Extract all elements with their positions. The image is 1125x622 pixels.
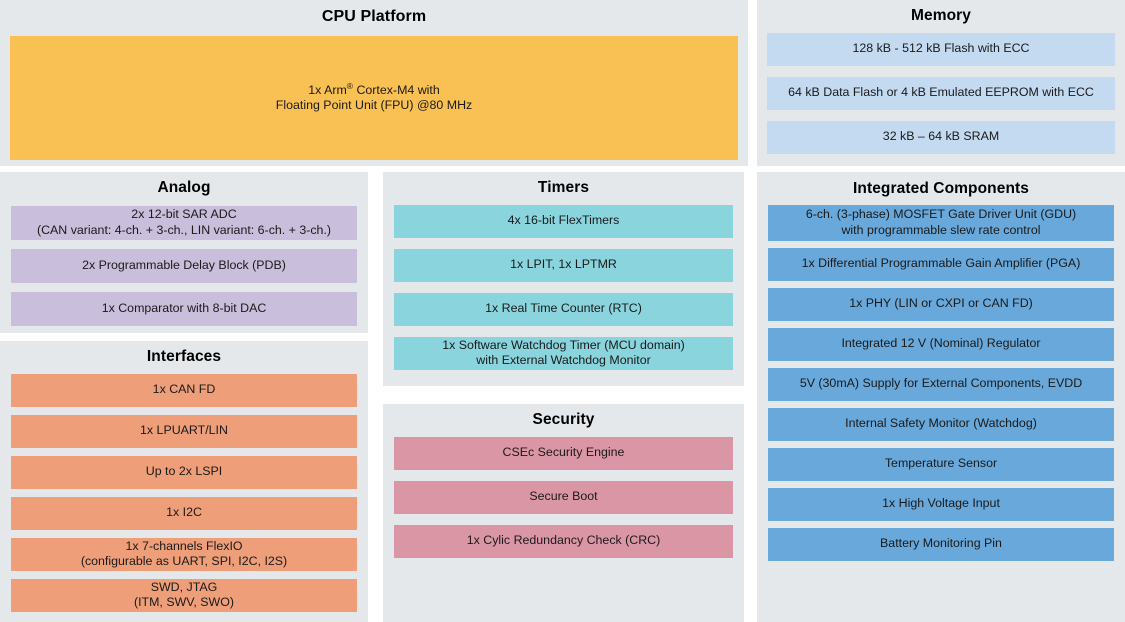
panel-title-integrated-components: Integrated Components [852, 180, 1030, 197]
block-line-1: 1x I2C [166, 505, 202, 520]
panel-interfaces: Interfaces 1x CAN FD 1x LPUART/LIN Up to… [0, 341, 368, 622]
block-sram: 32 kB – 64 kB SRAM [767, 120, 1115, 154]
block-flexio: 1x 7-channels FlexIO (configurable as UA… [11, 537, 357, 571]
block-line-1: Internal Safety Monitor (Watchdog) [845, 416, 1037, 431]
panel-title-analog: Analog [157, 179, 211, 196]
block-internal-safety-monitor: Internal Safety Monitor (Watchdog) [768, 407, 1114, 441]
panel-timers: Timers 4x 16-bit FlexTimers 1x LPIT, 1x … [383, 172, 744, 386]
block-line-1: 1x Arm® Cortex-M4 with [308, 80, 440, 97]
block-line-1: 1x PHY (LIN or CXPI or CAN FD) [849, 296, 1033, 311]
block-line-1: 1x LPUART/LIN [140, 423, 228, 438]
block-line-2: with programmable slew rate control [841, 222, 1041, 237]
block-temperature-sensor: Temperature Sensor [768, 447, 1114, 481]
block-data-flash-eeprom: 64 kB Data Flash or 4 kB Emulated EEPROM… [767, 76, 1115, 110]
block-line-1: 1x Differential Programmable Gain Amplif… [801, 256, 1081, 271]
block-list-memory: 128 kB - 512 kB Flash with ECC 64 kB Dat… [757, 24, 1125, 164]
block-line-2: (configurable as UART, SPI, I2C, I2S) [80, 554, 288, 568]
block-list-security: CSEc Security Engine Secure Boot 1x Cyli… [383, 428, 744, 568]
block-line-1: 2x 12-bit SAR ADC [131, 207, 237, 222]
block-list-interfaces: 1x CAN FD 1x LPUART/LIN Up to 2x LSPI 1x… [0, 365, 368, 618]
block-line-1: 1x CAN FD [152, 382, 216, 397]
block-line-1: 64 kB Data Flash or 4 kB Emulated EEPROM… [788, 85, 1094, 100]
block-line-1: Integrated 12 V (Nominal) Regulator [841, 336, 1041, 351]
block-lpuart-lin: 1x LPUART/LIN [11, 414, 357, 448]
panel-title-cpu-platform: CPU Platform [321, 8, 427, 25]
block-line-2: with External Watchdog Monitor [476, 353, 651, 367]
panel-analog: Analog 2x 12-bit SAR ADC (CAN variant: 4… [0, 172, 368, 333]
block-line-1: CSEc Security Engine [502, 445, 625, 460]
registered-trademark-icon: ® [346, 80, 353, 91]
block-list-cpu-platform: 1x Arm® Cortex-M4 with Floating Point Un… [0, 25, 748, 170]
block-line-1: 2x Programmable Delay Block (PDB) [82, 257, 286, 272]
block-line-1: 1x Cylic Redundancy Check (CRC) [466, 533, 661, 548]
block-line-1: 5V (30mA) Supply for External Components… [799, 376, 1083, 391]
block-lpit-lptmr: 1x LPIT, 1x LPTMR [394, 248, 733, 282]
block-comparator-dac: 1x Comparator with 8-bit DAC [11, 291, 357, 326]
block-flash-ecc: 128 kB - 512 kB Flash with ECC [767, 32, 1115, 66]
block-line-1: 4x 16-bit FlexTimers [507, 213, 620, 228]
panel-title-interfaces: Interfaces [146, 348, 222, 365]
block-line-1: 1x Comparator with 8-bit DAC [101, 300, 267, 315]
panel-cpu-platform: CPU Platform 1x Arm® Cortex-M4 with Floa… [0, 0, 748, 166]
panel-title-security: Security [532, 411, 595, 428]
block-line-1: Up to 2x LSPI [145, 464, 223, 479]
block-line-1: 32 kB – 64 kB SRAM [882, 129, 1000, 144]
block-integrated-regulator: Integrated 12 V (Nominal) Regulator [768, 327, 1114, 361]
panel-security: Security CSEc Security Engine Secure Boo… [383, 404, 744, 622]
panel-title-timers: Timers [537, 179, 590, 196]
block-programmable-gain-amplifier: 1x Differential Programmable Gain Amplif… [768, 247, 1114, 281]
block-software-watchdog-timer: 1x Software Watchdog Timer (MCU domain) … [394, 336, 733, 370]
panel-memory: Memory 128 kB - 512 kB Flash with ECC 64… [757, 0, 1125, 166]
panel-integrated-components: Integrated Components 6-ch. (3-phase) MO… [757, 172, 1125, 622]
block-sar-adc: 2x 12-bit SAR ADC (CAN variant: 4-ch. + … [11, 205, 357, 240]
block-line-1: 1x High Voltage Input [882, 496, 1000, 511]
block-secure-boot: Secure Boot [394, 480, 733, 514]
block-line-1: 128 kB - 512 kB Flash with ECC [852, 41, 1030, 56]
block-crc: 1x Cylic Redundancy Check (CRC) [394, 524, 733, 558]
block-can-fd: 1x CAN FD [11, 373, 357, 407]
block-programmable-delay-block: 2x Programmable Delay Block (PDB) [11, 248, 357, 283]
block-phy: 1x PHY (LIN or CXPI or CAN FD) [768, 287, 1114, 321]
block-swd-jtag: SWD, JTAG (ITM, SWV, SWO) [11, 578, 357, 612]
block-line-1: Temperature Sensor [884, 456, 998, 471]
block-line-1: 1x Software Watchdog Timer (MCU domain) [442, 337, 685, 352]
block-evdd-supply: 5V (30mA) Supply for External Components… [768, 367, 1114, 401]
block-line-2: Floating Point Unit (FPU) @80 MHz [275, 98, 473, 112]
block-battery-monitoring-pin: Battery Monitoring Pin [768, 527, 1114, 561]
block-line-1: 1x Real Time Counter (RTC) [485, 301, 642, 316]
block-flextimers: 4x 16-bit FlexTimers [394, 204, 733, 238]
block-line-1: 6-ch. (3-phase) MOSFET Gate Driver Unit … [805, 207, 1077, 222]
block-i2c: 1x I2C [11, 496, 357, 530]
block-line-1: 1x 7-channels FlexIO [125, 538, 243, 553]
block-line-1: 1x LPIT, 1x LPTMR [510, 257, 617, 272]
panel-title-memory: Memory [910, 7, 972, 24]
block-line-1: Secure Boot [529, 489, 598, 504]
block-line-1: SWD, JTAG [150, 579, 218, 594]
block-high-voltage-input: 1x High Voltage Input [768, 487, 1114, 521]
block-lspi: Up to 2x LSPI [11, 455, 357, 489]
block-line-2: (ITM, SWV, SWO) [133, 595, 235, 609]
block-list-timers: 4x 16-bit FlexTimers 1x LPIT, 1x LPTMR 1… [383, 196, 744, 380]
block-real-time-counter: 1x Real Time Counter (RTC) [394, 292, 733, 326]
block-line-2: (CAN variant: 4-ch. + 3-ch., LIN variant… [36, 222, 332, 237]
block-mosfet-gate-driver-unit: 6-ch. (3-phase) MOSFET Gate Driver Unit … [768, 204, 1114, 241]
block-cpu-core: 1x Arm® Cortex-M4 with Floating Point Un… [10, 36, 738, 160]
block-line-1: Battery Monitoring Pin [880, 536, 1002, 551]
block-list-integrated-components: 6-ch. (3-phase) MOSFET Gate Driver Unit … [757, 197, 1125, 569]
block-csec-security-engine: CSEc Security Engine [394, 436, 733, 470]
block-list-analog: 2x 12-bit SAR ADC (CAN variant: 4-ch. + … [0, 196, 368, 336]
